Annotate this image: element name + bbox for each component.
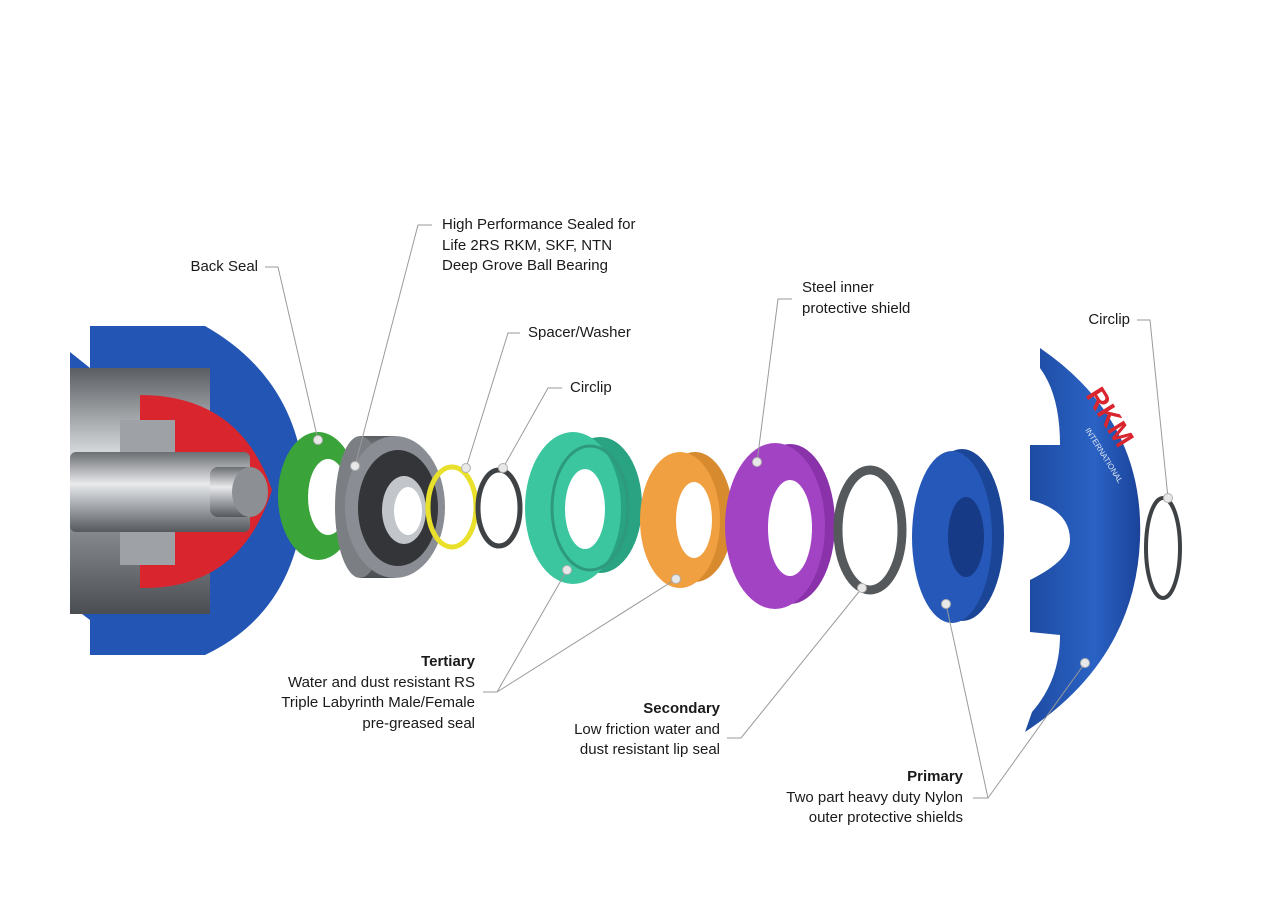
dot-steel-shield (752, 457, 762, 467)
label-steel-shield: Steel inner protective shield (802, 278, 910, 319)
dot-tertiary-b (671, 574, 681, 584)
label-bearing-line-1: High Performance Sealed for (442, 216, 636, 233)
ball-bearing (335, 436, 445, 578)
leader-lines (265, 224, 1169, 799)
label-circlip-inner: Circlip (570, 378, 612, 399)
label-primary-line-1: Two part heavy duty Nylon (786, 788, 963, 806)
label-tertiary: Tertiary Water and dust resistant RS Tri… (225, 652, 475, 734)
outer-shield-body (1025, 348, 1141, 732)
leader-back-seal (265, 266, 319, 441)
label-tertiary-heading: Tertiary (421, 653, 475, 670)
circlip-outer (1144, 496, 1182, 600)
primary-shield-disc (912, 449, 1004, 623)
label-spacer: Spacer/Washer (528, 323, 631, 344)
leader-circlip-inner (502, 387, 562, 469)
dot-spacer (461, 463, 471, 473)
dot-primary-a (941, 599, 951, 609)
leader-primary-b (987, 662, 1086, 799)
leader-circlip-outer (1137, 319, 1169, 499)
label-circlip-outer: Circlip (1050, 310, 1130, 331)
label-primary: Primary Two part heavy duty Nylon outer … (722, 767, 963, 829)
label-primary-line-2: outer protective shields (808, 809, 963, 826)
label-steel-shield-line-1: Steel inner (802, 279, 874, 296)
label-tertiary-line-3: pre-greased seal (362, 714, 475, 732)
label-bearing-line-2: Life 2RS RKM, SKF, NTN (442, 236, 613, 254)
dot-circlip-inner (498, 463, 508, 473)
dot-tertiary-a (562, 565, 572, 575)
label-circlip-inner-line-1: Circlip (570, 379, 612, 396)
circlip-inner (475, 467, 523, 549)
label-primary-heading: Primary (907, 768, 963, 785)
label-secondary-line-2: dust resistant lip seal (579, 741, 720, 758)
shaft (70, 452, 250, 532)
dot-secondary (857, 583, 867, 593)
orange-spacer-bore (676, 482, 712, 558)
label-back-seal: Back Seal (150, 257, 258, 278)
labyrinth-bore (565, 469, 605, 549)
label-bearing-line-3: Deep Grove Ball Bearing (442, 257, 608, 274)
label-secondary: Secondary Low friction water and dust re… (520, 699, 720, 761)
label-tertiary-line-2: Triple Labyrinth Male/Female (281, 694, 475, 711)
primary-outer-shield: RKM INTERNATIONAL (1025, 348, 1141, 732)
label-steel-shield-line-2: protective shield (802, 299, 911, 317)
label-spacer-line-1: Spacer/Washer (528, 324, 631, 341)
primary-disc-bore (948, 497, 984, 577)
bearing-bore (394, 487, 422, 535)
leader-spacer (465, 332, 520, 469)
steel-inner-shield (725, 443, 835, 609)
label-back-seal-line-1: Back Seal (190, 258, 258, 275)
label-secondary-line-1: Low friction water and (574, 720, 720, 738)
leader-tertiary-b (496, 578, 677, 693)
dot-bearing (350, 461, 360, 471)
shaft-end-face (232, 467, 268, 517)
lip-seal (833, 465, 907, 595)
steel-shield-bore (768, 480, 812, 576)
orange-spacer (640, 452, 733, 588)
label-secondary-heading: Secondary (643, 700, 720, 717)
labyrinth-seal (525, 432, 642, 584)
callout-dots (313, 435, 1173, 668)
dot-circlip-outer (1163, 493, 1173, 503)
dot-primary-b (1080, 658, 1090, 668)
label-circlip-outer-line-1: Circlip (1088, 311, 1130, 328)
leader-bearing (354, 224, 432, 467)
leader-tertiary-a (483, 569, 568, 693)
labyrinth-groove (550, 444, 630, 572)
leader-steel-shield (756, 298, 792, 463)
roller-housing (70, 326, 305, 655)
label-tertiary-line-1: Water and dust resistant RS (287, 673, 475, 691)
label-bearing: High Performance Sealed for Life 2RS RKM… (442, 215, 635, 277)
leader-secondary (727, 587, 863, 739)
dot-back-seal (313, 435, 323, 445)
